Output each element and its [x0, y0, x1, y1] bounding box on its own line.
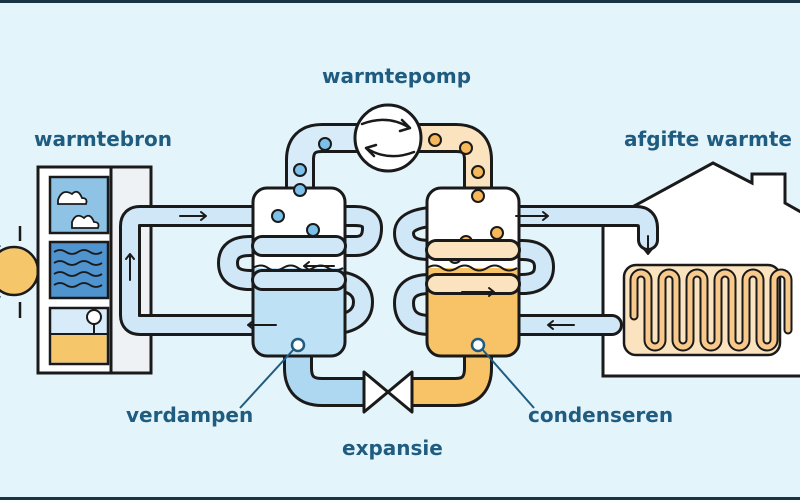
heat-output-label: afgifte warmte — [624, 127, 792, 151]
heat-source-label: warmtebron — [34, 127, 172, 151]
sun-icon — [0, 226, 40, 318]
bottom-border — [0, 497, 800, 500]
flow-arrows — [125, 211, 653, 330]
warm-gas-bubbles — [428, 133, 485, 203]
compressor-icon — [353, 103, 423, 173]
expansion-valve-icon — [362, 370, 414, 414]
evaporator-callout — [239, 337, 306, 409]
cold-gas-bubbles — [293, 137, 332, 197]
air-source-icon — [48, 175, 110, 235]
evaporator-label: verdampen — [126, 403, 254, 427]
condenser-label: condenseren — [528, 403, 674, 427]
heat-pump-title: warmtepomp — [322, 64, 472, 88]
ground-source-icon — [48, 306, 110, 366]
expansion-label: expansie — [342, 436, 443, 460]
house-icon — [601, 161, 800, 378]
condenser-callout — [470, 337, 535, 409]
water-source-icon — [48, 240, 110, 300]
top-border — [0, 0, 800, 3]
